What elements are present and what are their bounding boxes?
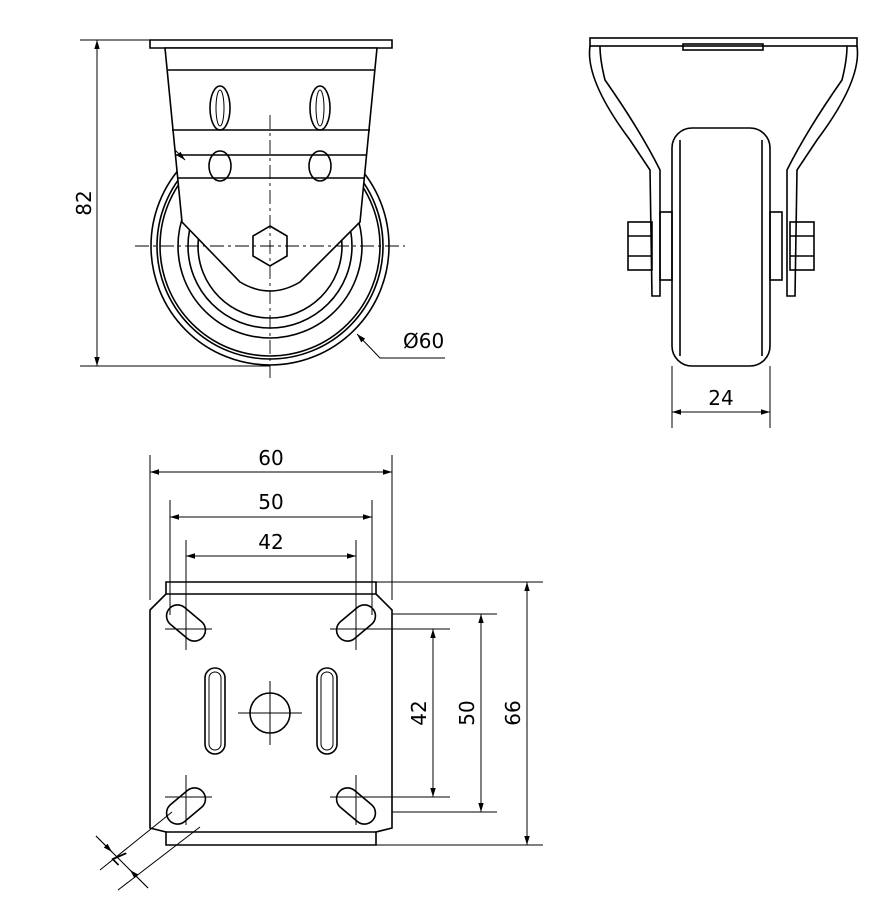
hole-spacing-inner-label: 42: [258, 530, 283, 554]
wheel-width-label: 24: [708, 386, 733, 410]
left-nut-icon: [627, 221, 653, 271]
mounting-holes: [165, 604, 377, 825]
hole-spacing-outer-label: 50: [258, 490, 283, 514]
top-view: [95, 455, 543, 891]
slot-width-label: 7: [107, 844, 133, 870]
vertical-inner-label: 42: [407, 700, 431, 725]
front-view: [80, 39, 445, 378]
right-nut-icon: [789, 221, 815, 271]
height-dimension-label: 82: [72, 190, 96, 215]
plate-length-label: 66: [501, 700, 525, 725]
diameter-dimension-label: Ø60: [403, 329, 444, 353]
plate-width-label: 60: [258, 446, 283, 470]
side-view: [588, 37, 859, 428]
vertical-outer-label: 50: [455, 700, 479, 725]
